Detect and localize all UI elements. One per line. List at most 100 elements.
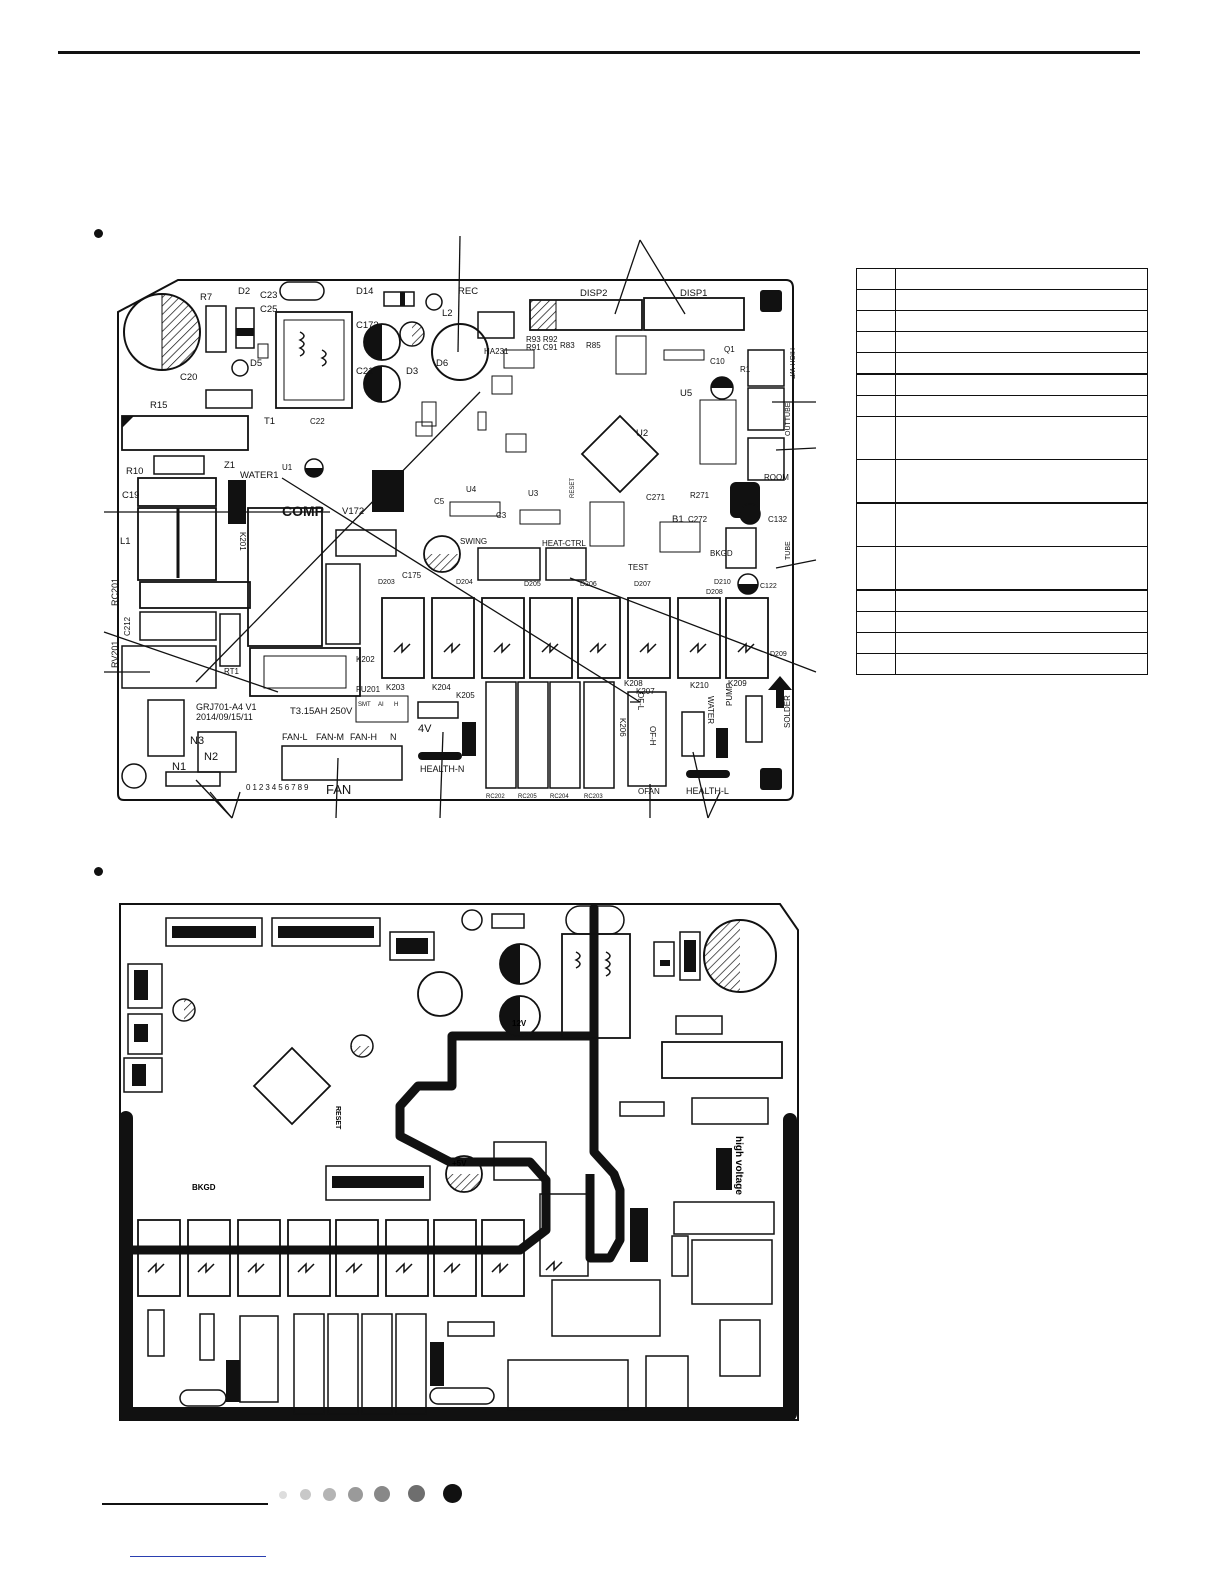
legend-row [856, 268, 1148, 290]
label-d207: D207 [634, 581, 651, 588]
progress-dot-3 [323, 1488, 336, 1501]
label-rec: REC [458, 286, 478, 297]
label-r1: R1 [740, 365, 751, 374]
label-comp: COMP [282, 503, 324, 519]
label-n3: N3 [190, 735, 204, 747]
legend-text-cell [895, 268, 1148, 290]
label-water: WATER [706, 696, 715, 724]
label-rc205: RC205 [518, 794, 537, 800]
legend-text-cell [895, 416, 1148, 460]
label-c173: C173 [356, 320, 379, 331]
label-12v: 12V [512, 1019, 527, 1028]
label-d205: D205 [524, 581, 541, 588]
label-d208: D208 [706, 589, 723, 596]
legend-number-cell [856, 268, 896, 290]
progress-dot-5 [374, 1486, 390, 1502]
label-c20: C20 [180, 372, 197, 383]
legend-text-cell [895, 289, 1148, 311]
label-b1: B1 [672, 514, 684, 525]
legend-text-cell [895, 611, 1148, 633]
label-swing: SWING [460, 537, 487, 546]
progress-dot-7 [443, 1484, 462, 1503]
legend-text-cell [895, 352, 1148, 375]
label-smt: SMT [358, 702, 371, 708]
legend-number-cell [856, 546, 896, 591]
label-h: H [394, 702, 398, 708]
label-pump: PUMP [725, 683, 734, 706]
legend-number-cell [856, 611, 896, 633]
progress-dot-4 [348, 1487, 363, 1502]
label-solder: SOLDER [783, 695, 792, 728]
legend-row [856, 289, 1148, 311]
pcb-component-layout: REC DISP2 DISP1 R7 D2 C23 C25 D14 C20 D5… [103, 235, 817, 819]
legend-number-cell [856, 373, 896, 396]
label-bkgd: BKGD [710, 549, 733, 558]
legend-row [856, 611, 1148, 633]
label-d6: D6 [436, 358, 448, 369]
label-r271: R271 [690, 491, 710, 500]
legend-row [856, 352, 1148, 375]
section-bullet-1 [94, 229, 103, 238]
label-d2: D2 [238, 286, 250, 297]
label-n2: N2 [204, 751, 218, 763]
label-high-wp: HIGH-WP [788, 348, 795, 379]
legend-number-cell [856, 632, 896, 654]
top-rule [58, 51, 1140, 54]
label-k210: K210 [690, 681, 709, 690]
label-rc202: RC202 [486, 794, 505, 800]
label-d3: D3 [406, 366, 418, 377]
label-fan: FAN [326, 782, 351, 797]
label-ofan: OFAN [638, 787, 660, 796]
legend-number-cell [856, 331, 896, 353]
legend-row [856, 395, 1148, 417]
label-fuse: T3.15AH 250V [290, 706, 353, 717]
legend-row [856, 373, 1148, 396]
label-c3: C3 [496, 511, 507, 520]
label-t1: T1 [264, 416, 275, 427]
legend-row [856, 310, 1148, 332]
legend-text-cell [895, 653, 1148, 675]
label-c22: C22 [310, 417, 325, 426]
label-l1: L1 [120, 536, 131, 547]
legend-row [856, 459, 1148, 504]
label-u1: U1 [282, 463, 293, 472]
label-disp1: DISP1 [680, 288, 707, 299]
label-c271: C271 [646, 493, 666, 502]
label-ai: AI [378, 702, 384, 708]
label-d209: D209 [770, 651, 787, 658]
label-c272: C272 [688, 515, 708, 524]
label-c10: C10 [710, 357, 725, 366]
label-date: 2014/09/15/11 [196, 712, 253, 722]
label-rc203: RC203 [584, 794, 603, 800]
legend-row [856, 416, 1148, 460]
label-n1: N1 [172, 761, 186, 773]
label-c25: C25 [260, 304, 277, 315]
label-room: ROOM [764, 473, 789, 482]
label-k202: K202 [356, 655, 375, 664]
section-bullet-2 [94, 867, 103, 876]
label-k207: K207 [636, 687, 655, 696]
label-d203: D203 [378, 579, 395, 586]
label-r93r92: R93 R92 [526, 335, 558, 344]
label-c132: C132 [768, 515, 788, 524]
label-board2-bkgd: BKGD [192, 1183, 216, 1192]
legend-row [856, 632, 1148, 654]
legend-text-cell [895, 502, 1148, 547]
legend-number-cell [856, 502, 896, 547]
label-c21: C21 [356, 366, 373, 377]
label-c23: C23 [260, 290, 277, 301]
legend-row [856, 589, 1148, 612]
label-u3: U3 [528, 489, 539, 498]
footer-link-underline[interactable] [130, 1556, 266, 1557]
legend-number-cell [856, 289, 896, 311]
legend-number-cell [856, 459, 896, 504]
label-fan-m: FAN-M [316, 732, 344, 742]
legend-row [856, 653, 1148, 675]
legend-number-cell [856, 395, 896, 417]
progress-dot-2 [300, 1489, 311, 1500]
label-q1: Q1 [724, 345, 735, 354]
legend-number-cell [856, 653, 896, 675]
label-rt1: RT1 [224, 667, 240, 676]
legend-text-cell [895, 373, 1148, 396]
label-model: GRJ701-A4 V1 [196, 702, 257, 712]
